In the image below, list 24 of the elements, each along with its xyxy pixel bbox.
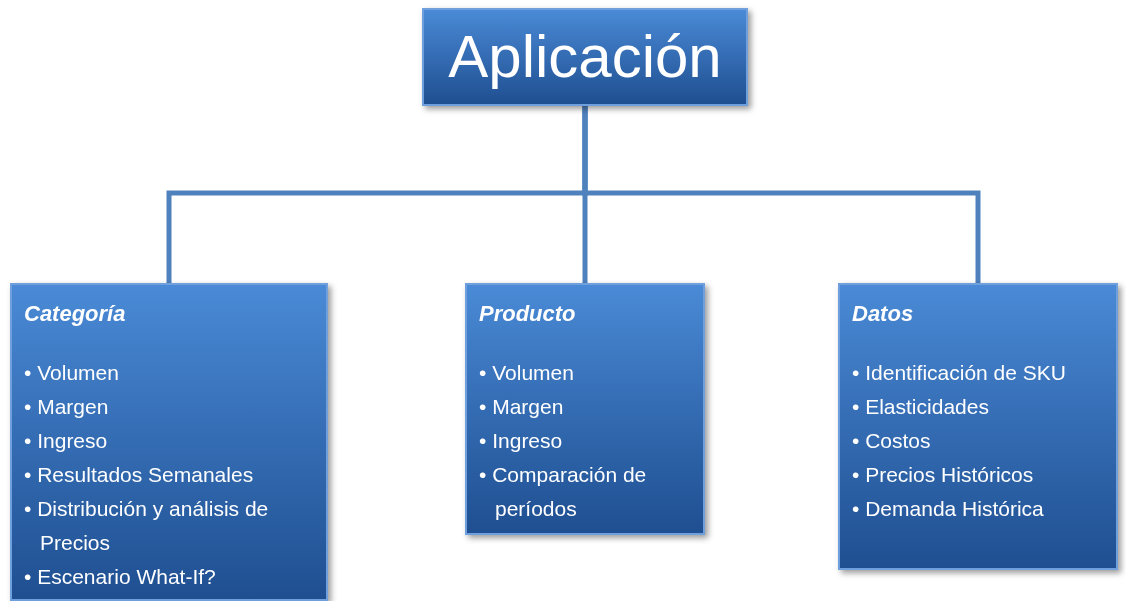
- title-box: [422, 8, 748, 106]
- category-box: [465, 283, 705, 535]
- bullet-item: • Elasticidades: [852, 394, 990, 420]
- category-box: [838, 283, 1118, 570]
- bullet-item: • Escenario What-If?: [24, 564, 217, 590]
- category-box: [10, 283, 328, 601]
- bullet-item: • Volumen: [24, 360, 120, 386]
- connector-line: [582, 106, 981, 283]
- bullet-item: • Distribución y análisis de Precios: [24, 496, 270, 556]
- bullet-item: • Ingreso: [24, 428, 109, 454]
- box-heading: Categoría: [24, 300, 127, 328]
- box-title: Aplicación: [448, 27, 722, 87]
- bullet-item: • Resultados Semanales: [24, 462, 255, 488]
- bullet-item: • Margen: [24, 394, 110, 420]
- box-heading: Datos: [852, 300, 915, 328]
- bullet-item: • Volumen: [479, 360, 575, 386]
- bullet-item: • Comparación de períodos: [479, 462, 648, 522]
- bullet-item: • Precios Históricos: [852, 462, 1035, 488]
- bullet-item: • Margen: [479, 394, 565, 420]
- bullet-item: • Ingreso: [479, 428, 564, 454]
- bullet-item: • Costos: [852, 428, 932, 454]
- box-heading: Producto: [479, 300, 577, 328]
- bullet-item: • Identificación de SKU: [852, 360, 1067, 386]
- bullet-item: • Demanda Histórica: [852, 496, 1045, 522]
